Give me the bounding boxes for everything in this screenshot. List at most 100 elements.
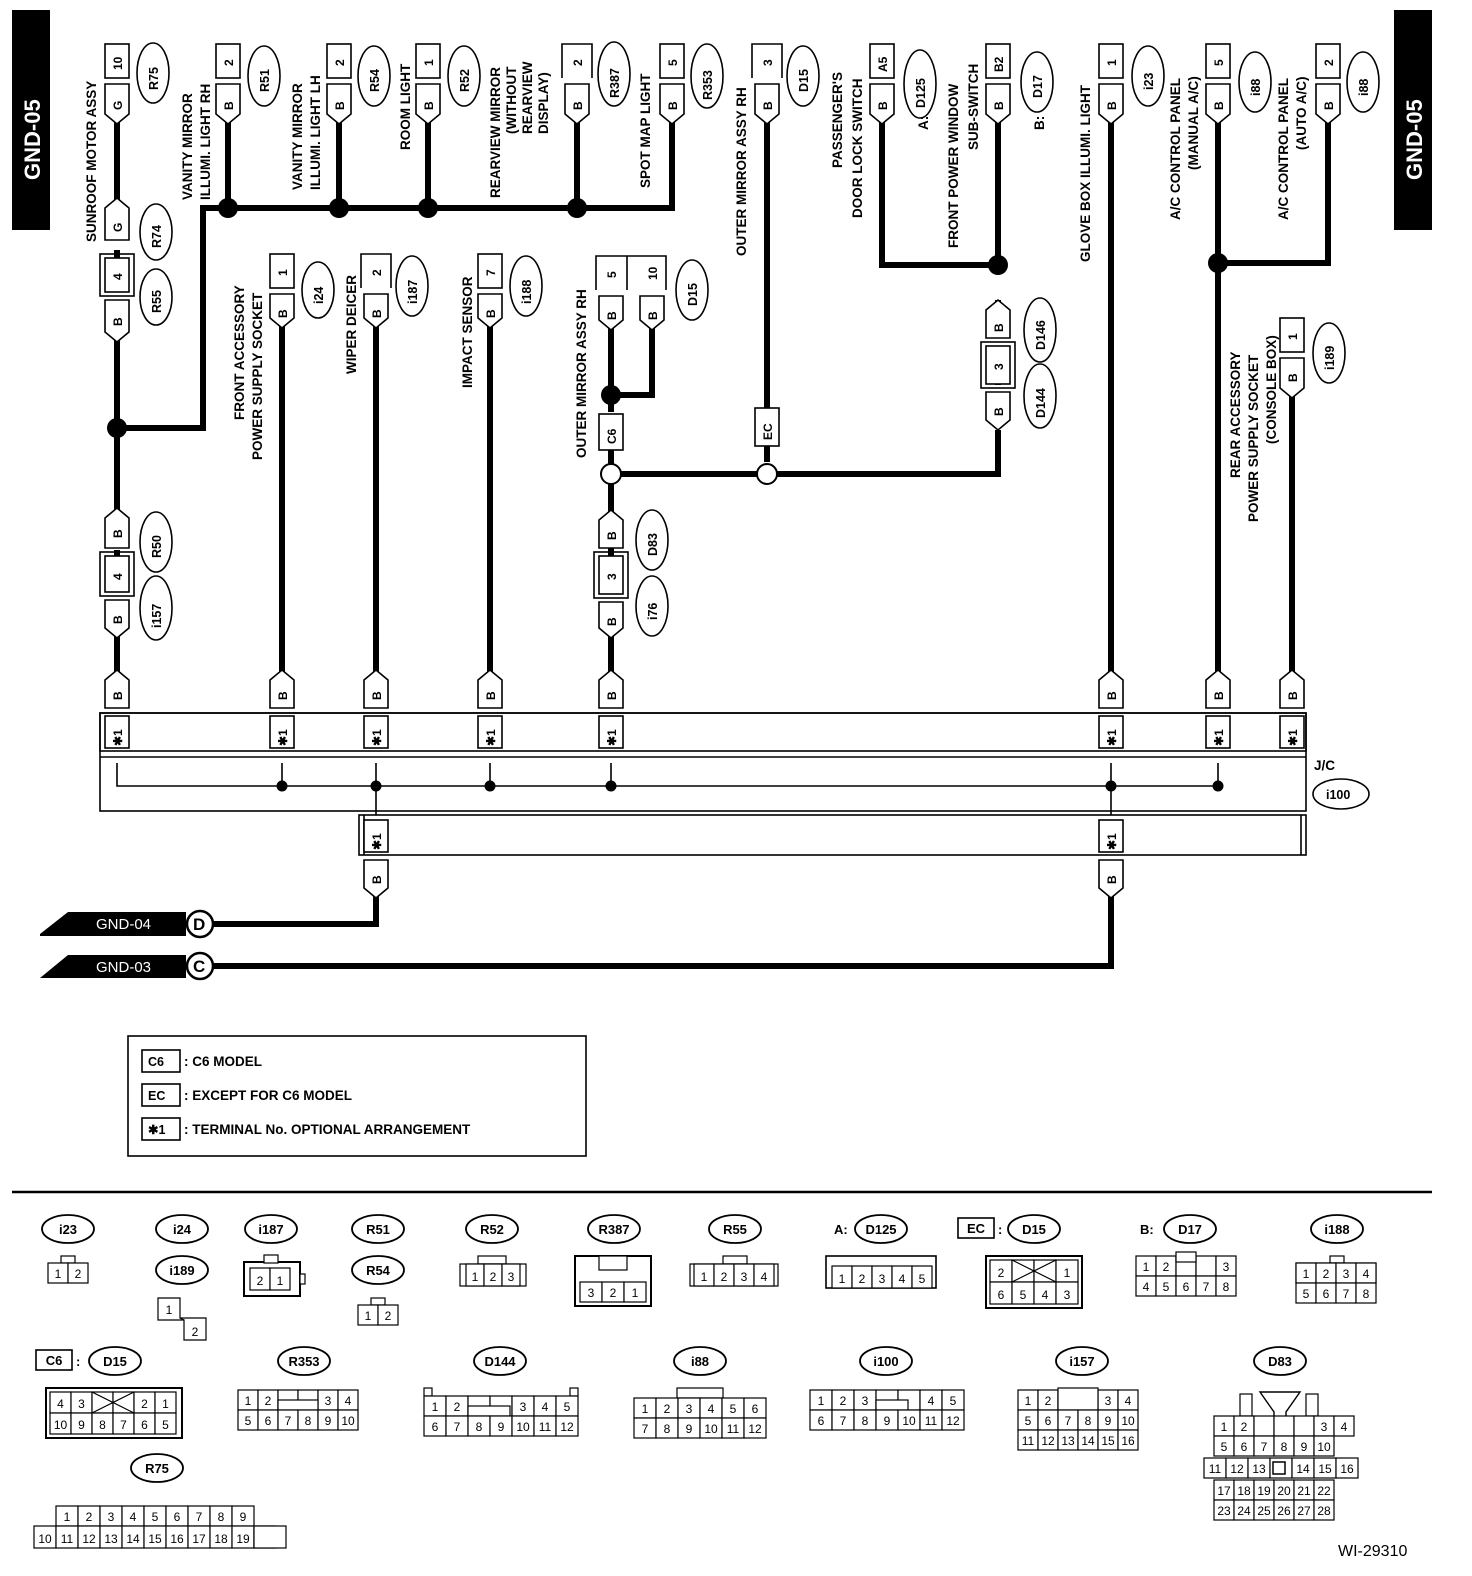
svg-text:✱1: ✱1	[370, 729, 384, 746]
pin-number: 12	[946, 1414, 960, 1428]
svg-text:GLOVE BOX ILLUMI. LIGHT: GLOVE BOX ILLUMI. LIGHT	[1078, 84, 1093, 262]
svg-text:R353: R353	[701, 70, 715, 100]
svg-text:B: B	[605, 311, 619, 320]
pin-number: 9	[325, 1414, 332, 1428]
connector-id: D83	[1268, 1354, 1292, 1369]
pin-number: 28	[1317, 1504, 1331, 1518]
pin-number: 12	[560, 1420, 574, 1434]
pin-number: 5	[950, 1394, 957, 1408]
pin-number: 26	[1277, 1504, 1291, 1518]
pin-number: 8	[862, 1414, 869, 1428]
svg-text:D83: D83	[646, 533, 660, 556]
svg-text:B: B	[761, 101, 775, 110]
pin-number: 3	[686, 1402, 693, 1416]
svg-text:i187: i187	[406, 280, 420, 304]
pin-number: 15	[1101, 1434, 1115, 1448]
pin-number: 6	[998, 1288, 1005, 1302]
connector-id: i88	[691, 1354, 709, 1369]
svg-text:ROOM LIGHT: ROOM LIGHT	[398, 63, 413, 150]
pin-number: 3	[588, 1286, 595, 1300]
pin-number: 2	[1241, 1420, 1248, 1434]
svg-text:POWER SUPPLY SOCKET: POWER SUPPLY SOCKET	[250, 292, 265, 460]
svg-text:VANITY MIRROR: VANITY MIRROR	[180, 93, 195, 200]
pin-number: 1	[472, 1270, 479, 1284]
pin-number: 3	[879, 1272, 886, 1286]
svg-text:A:: A:	[834, 1222, 848, 1237]
svg-text:B: B	[605, 691, 619, 700]
pin-number: 9	[884, 1414, 891, 1428]
pin-number: 4	[1363, 1267, 1370, 1281]
pin-number: 11	[727, 1422, 740, 1436]
pin-number: 13	[1061, 1434, 1075, 1448]
svg-text:D125: D125	[914, 78, 928, 108]
svg-text:A5: A5	[876, 56, 890, 72]
svg-text:B: B	[1212, 101, 1226, 110]
pin-number: 3	[1321, 1420, 1328, 1434]
svg-text:✱1: ✱1	[276, 729, 290, 746]
svg-text:2: 2	[1322, 59, 1336, 66]
figure-id: WI-29310	[1338, 1543, 1407, 1560]
svg-text:B: B	[1105, 101, 1119, 110]
svg-text:B: B	[1105, 875, 1119, 884]
svg-text:3: 3	[605, 573, 619, 580]
svg-text:✱1: ✱1	[1105, 833, 1119, 850]
pin-number: 4	[1125, 1394, 1132, 1408]
junction-connector: J/C i100	[99, 712, 1370, 856]
pin-number: 21	[1297, 1484, 1311, 1498]
pin-number: 8	[664, 1422, 671, 1436]
svg-text:B: B	[605, 531, 619, 540]
connector-id: R54	[366, 1263, 391, 1278]
pin-number: 5	[730, 1402, 737, 1416]
sheet-tab-right: GND-05	[1394, 10, 1432, 230]
pin-number: 5	[1020, 1288, 1027, 1302]
pin-number: 7	[454, 1420, 461, 1434]
connector-id: i188	[1324, 1222, 1349, 1237]
svg-text:DISPLAY): DISPLAY)	[536, 72, 551, 134]
pin-number: 1	[245, 1394, 252, 1408]
pin-number: 6	[818, 1414, 825, 1428]
svg-text:REARVIEW MIRROR: REARVIEW MIRROR	[488, 67, 503, 198]
pin-number: 7	[1261, 1440, 1268, 1454]
pin-number: 8	[1085, 1414, 1092, 1428]
pin-number: 12	[1230, 1462, 1244, 1476]
svg-text:C6: C6	[46, 1353, 63, 1368]
pin-number: 3	[1064, 1288, 1071, 1302]
svg-text:5: 5	[605, 271, 619, 278]
svg-text:B: B	[370, 691, 384, 700]
pin-number: 2	[610, 1286, 617, 1300]
svg-text:2: 2	[571, 59, 585, 66]
pin-number: 5	[162, 1418, 169, 1432]
svg-text:G: G	[111, 101, 125, 110]
connector-id: R353	[288, 1354, 319, 1369]
svg-text:7: 7	[484, 269, 498, 276]
pin-number: 6	[141, 1418, 148, 1432]
svg-text:B: B	[484, 309, 498, 318]
pin-number: 24	[1237, 1504, 1251, 1518]
pin-number: 4	[1042, 1288, 1049, 1302]
pin-number: 6	[432, 1420, 439, 1434]
pin-number: 27	[1297, 1504, 1311, 1518]
svg-text:R52: R52	[458, 69, 472, 92]
svg-text:C6: C6	[605, 428, 619, 444]
svg-text:: C6 MODEL: : C6 MODEL	[184, 1054, 262, 1069]
svg-text:4: 4	[111, 573, 125, 580]
pin-number: 2	[385, 1309, 392, 1323]
svg-text:FRONT POWER WINDOW: FRONT POWER WINDOW	[946, 84, 961, 248]
svg-text:B: B	[1212, 691, 1226, 700]
pin-number: 2	[257, 1274, 264, 1288]
svg-text:B: B	[992, 323, 1006, 332]
svg-text:B: B	[666, 101, 680, 110]
pin-number: 8	[476, 1420, 483, 1434]
svg-text:R55: R55	[150, 290, 164, 313]
connector-id: i189	[169, 1263, 194, 1278]
svg-text:R387: R387	[608, 68, 622, 98]
pin-number: 5	[1025, 1414, 1032, 1428]
svg-text:: TERMINAL No. OPTIONAL ARRANG: : TERMINAL No. OPTIONAL ARRANGEMENT	[184, 1122, 471, 1137]
svg-text:R51: R51	[258, 69, 272, 92]
pin-number: 16	[1121, 1434, 1135, 1448]
svg-text:✱1: ✱1	[148, 1123, 165, 1137]
pin-number: 1	[162, 1397, 169, 1411]
pin-number: 10	[38, 1532, 52, 1546]
pin-number: 2	[859, 1272, 866, 1286]
